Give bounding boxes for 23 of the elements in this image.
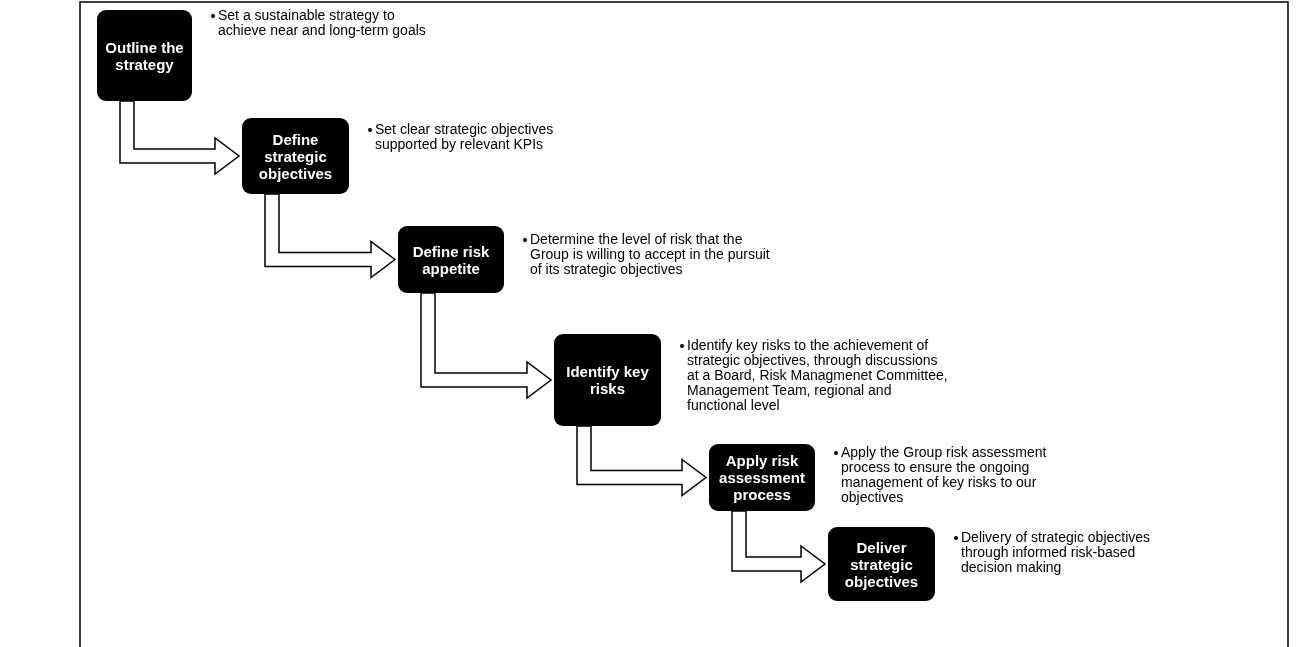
step-description: Set a sustainable strategy to achieve near and long-term goals: [218, 8, 427, 38]
step-box: [398, 226, 504, 293]
step-description: Determine the level of risk that the Group is willing to accept in the pursuit of its strategic objectives: [530, 232, 771, 277]
step-box: [242, 118, 349, 194]
step-description: Delivery of strategic objectives through informed risk-based decision making: [961, 530, 1152, 575]
step-description: Apply the Group risk assessment process to ensure the ongoing management of key risks to our objectives: [841, 445, 1048, 505]
step-box: [828, 527, 935, 601]
block-arrow: [264, 193, 397, 279]
step-box: [97, 10, 192, 101]
step-box: [709, 444, 815, 511]
block-arrow: [119, 100, 241, 176]
step-label: Apply risk assessment process: [718, 452, 806, 503]
step-label: Deliver strategic objectives: [843, 538, 920, 590]
step-label: Identify key risks: [565, 363, 650, 397]
block-arrow: [576, 425, 708, 497]
step-label: Define strategic objectives: [257, 130, 334, 182]
step-description: Identify key risks to the achievement of strategic objectives, through discussions at a Board, Risk Managmenet Committee, Management Team, regional and functional level: [687, 338, 949, 413]
step-label: Define risk appetite: [411, 242, 491, 277]
step-box: [554, 334, 661, 426]
block-arrow: [731, 510, 827, 584]
step-label: Outline the strategy: [104, 38, 185, 73]
step-description: Set clear strategic objectives supported by relevant KPIs: [375, 122, 555, 152]
block-arrow: [420, 292, 553, 400]
